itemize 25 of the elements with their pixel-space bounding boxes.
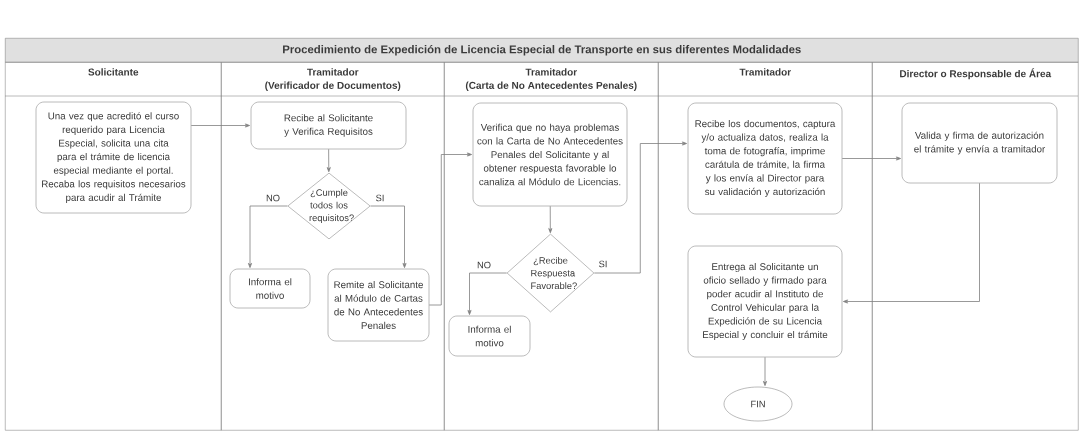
- arrow: [841, 156, 901, 161]
- edge-label: SI: [597, 259, 609, 269]
- process-box: Entrega al Solicitante un oficio sellado y firmado para poder acudir al Instituto de Control Vehicular para la Expedición de su Licencia Especial y concluir el trámite: [687, 245, 843, 358]
- process-box: Recibe al Solicitante y Verifica Requisitos: [250, 101, 407, 150]
- arrow: [428, 152, 472, 306]
- edge-label: NO: [475, 260, 493, 270]
- arrow: [248, 205, 288, 268]
- edge-label: NO: [264, 193, 282, 203]
- arrow: [467, 272, 508, 315]
- process-box: Informa el motivo: [448, 315, 531, 357]
- arrow: [593, 141, 687, 274]
- arrow: [190, 123, 250, 128]
- arrow: [843, 182, 980, 304]
- arrow: [763, 356, 767, 386]
- process-box: Valida y firma de autorización el trámite y envía a tramitador: [901, 102, 1058, 184]
- arrow: [370, 205, 407, 268]
- process-box: Una vez que acreditó el curso requerido para Licencia Especial, solicita una cita para el trámite de licencia especial mediante el portal. Recaba los requisitos necesarios para acudir al Trámite: [35, 101, 192, 214]
- arrow: [326, 148, 331, 173]
- process-box: Informa el motivo: [229, 268, 311, 309]
- process-box: Verifica que no haya problemas con la Carta de No Antecedentes Penales del Solicitante y al obtener respuesta favorable lo canaliza al Módulo de Licencias.: [472, 102, 628, 207]
- arrow: [548, 205, 553, 234]
- process-box: Remite al Solicitante al Módulo de Cartas de No Antecedentes Penales: [327, 268, 430, 342]
- edge-label: SI: [374, 193, 386, 203]
- process-box: Recibe los documentos, captura y/o actualiza datos, realiza la toma de fotografía, imprime carátula de trámite, la firma y los envía al Director para su validación y autorización: [687, 102, 843, 215]
- title-bar: Procedimiento de Expedición de Licencia Especial de Transporte en sus diferentes Modalidades: [5, 38, 1079, 63]
